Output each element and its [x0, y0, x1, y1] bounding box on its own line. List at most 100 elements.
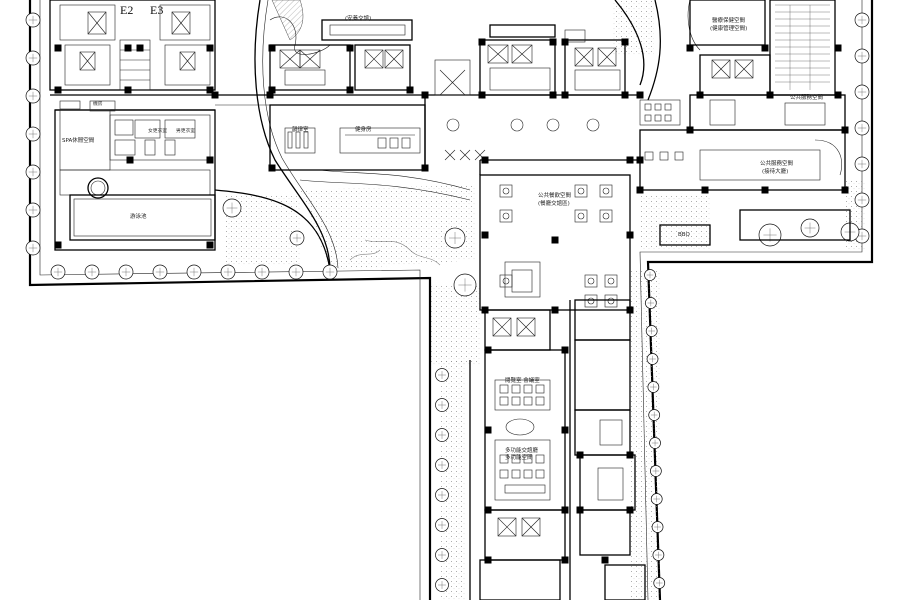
tree-mark — [28, 91, 38, 101]
tree-mark — [857, 231, 867, 241]
room-label-bbq: BBQ — [678, 232, 691, 238]
tree-mark — [857, 15, 867, 25]
dining-table-top — [602, 187, 610, 195]
tree-mark — [292, 233, 302, 243]
column — [561, 91, 569, 99]
column — [484, 506, 492, 514]
structural-columns — [54, 38, 849, 564]
dining-table — [574, 209, 588, 223]
column — [478, 91, 486, 99]
garden-paths — [214, 0, 701, 271]
column — [346, 86, 354, 94]
dining-table — [584, 274, 598, 288]
left-wing — [49, 0, 216, 251]
room-label-fitness: 健身房 — [355, 125, 372, 133]
room-label-public-dining: 公共餐飲空間 — [538, 191, 572, 199]
room-label-lobby-right: 公共服務空間 — [760, 159, 794, 167]
column — [561, 38, 569, 46]
column — [626, 306, 634, 314]
column — [206, 241, 214, 249]
column — [636, 156, 644, 164]
dining-table-top — [587, 297, 595, 305]
column — [561, 426, 569, 434]
room-label-reading: 閱覽室 會議室 — [505, 376, 540, 384]
column — [268, 86, 276, 94]
tree-mark — [651, 439, 659, 447]
tree-mark — [28, 167, 38, 177]
column — [761, 186, 769, 194]
column — [761, 44, 769, 52]
core-label-e3: E3 — [150, 3, 163, 17]
room-label-spa: SPA休閒空間 — [62, 136, 95, 144]
room-label-men-shower: 男更衣室 — [176, 127, 195, 134]
column — [686, 44, 694, 52]
dining-table — [604, 294, 618, 308]
dining-table — [599, 209, 613, 223]
column — [626, 231, 634, 239]
room-label-medical-sub: (健康管理空間) — [710, 24, 747, 32]
column — [421, 91, 429, 99]
room-label-pool: 游泳池 — [130, 212, 147, 220]
tree-mark — [53, 267, 63, 277]
column — [834, 91, 842, 99]
room-label-lobby-right-sub: (接待大廳) — [762, 167, 788, 175]
tree-mark — [857, 159, 867, 169]
column — [481, 306, 489, 314]
dining-table-top — [502, 187, 510, 195]
tree-mark — [438, 581, 446, 589]
tree-mark — [650, 383, 657, 391]
tree-mark — [654, 523, 661, 531]
tree-mark — [804, 222, 816, 234]
boundary-trees — [25, 12, 870, 592]
room-label-storage: 機房 — [93, 100, 103, 107]
column — [766, 91, 774, 99]
dining-table — [499, 209, 513, 223]
column — [54, 86, 62, 94]
column — [268, 164, 276, 172]
column — [124, 44, 132, 52]
column — [626, 451, 634, 459]
column — [621, 91, 629, 99]
column — [54, 44, 62, 52]
room-label-women-shower: 女更衣室 — [148, 127, 167, 134]
column — [576, 451, 584, 459]
column — [551, 236, 559, 244]
column — [841, 186, 849, 194]
column — [621, 38, 629, 46]
tree-mark — [291, 267, 301, 277]
tree-mark — [438, 401, 446, 409]
tree-mark — [28, 53, 38, 63]
core-label-e2: E2 — [120, 3, 133, 17]
column — [124, 86, 132, 94]
dining-table — [499, 184, 513, 198]
dining-table-top — [502, 277, 510, 285]
column — [484, 556, 492, 564]
tree-mark — [655, 551, 662, 559]
central-spine — [469, 174, 646, 600]
tree-mark — [652, 467, 660, 475]
tree-mark — [438, 491, 446, 499]
plan-labels: E2 E3 (安養交誼) SPA休閒空間 游泳池 健身房 韻律室 公共餐飲空間 … — [62, 3, 824, 461]
tree-mark — [649, 355, 656, 363]
tree-mark — [28, 243, 38, 253]
dining-table-top — [607, 277, 615, 285]
column — [126, 156, 134, 164]
tree-mark — [226, 202, 238, 214]
tree-mark — [121, 267, 131, 277]
tree-mark — [857, 87, 867, 97]
tree-mark — [438, 551, 446, 559]
dining-table — [499, 274, 513, 288]
column — [701, 186, 709, 194]
tree-mark — [647, 299, 655, 307]
tree-mark — [189, 267, 199, 277]
column — [406, 86, 414, 94]
dining-table-top — [607, 297, 615, 305]
column — [421, 164, 429, 172]
room-label-public-dining-sub: (餐廳交誼區) — [538, 199, 570, 207]
column — [136, 44, 144, 52]
top-cores — [269, 19, 626, 96]
dining-table — [599, 184, 613, 198]
column — [481, 231, 489, 239]
